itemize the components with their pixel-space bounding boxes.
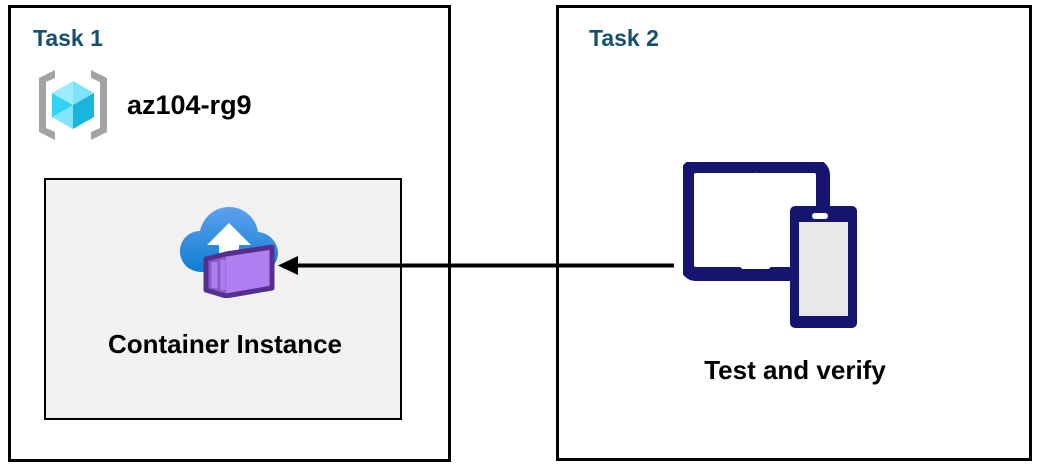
azure-resource-group-icon [39,70,107,140]
test-and-verify-label: Test and verify [704,355,886,385]
flow-arrow-icon [278,256,674,275]
task-1-panel: Task 1 az104-rg9 [8,5,451,462]
task-2-heading: Task 2 [589,25,659,51]
resource-group-row: az104-rg9 [33,66,252,144]
container-instance-box: Container Instance [44,178,402,420]
resource-group-name-label: az104-rg9 [127,89,252,120]
task-1-heading: Task 1 [33,25,103,51]
tablet-and-phone-icon [683,162,857,328]
azure-container-instance-icon [180,207,278,298]
container-instance-label: Container Instance [107,329,343,359]
